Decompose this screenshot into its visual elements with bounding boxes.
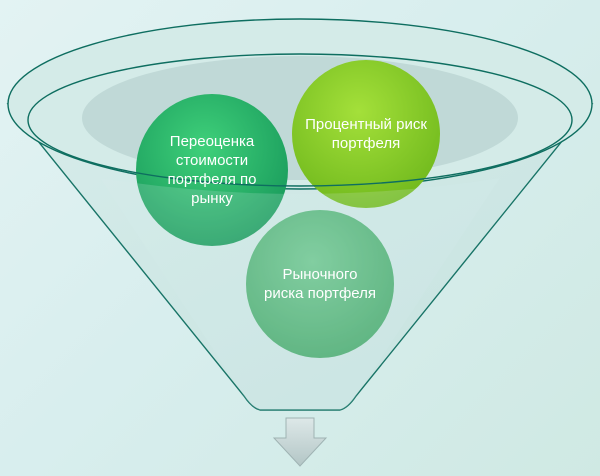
- circle-market-revaluation: [136, 94, 288, 246]
- circle-interest-risk: [292, 60, 440, 208]
- funnel-front-glass: [100, 178, 500, 410]
- circle-market-risk: [246, 210, 394, 358]
- circle-label-market-revaluation: Переоценка стоимости портфеля по рынку: [167, 133, 257, 207]
- down-arrow-icon: [272, 417, 328, 467]
- funnel-rim-inner: [27, 53, 573, 187]
- circle-label-market-risk: Рыночного риска портфеля: [263, 266, 377, 302]
- circle-label-interest-risk: Процентный риск портфеля: [305, 116, 427, 152]
